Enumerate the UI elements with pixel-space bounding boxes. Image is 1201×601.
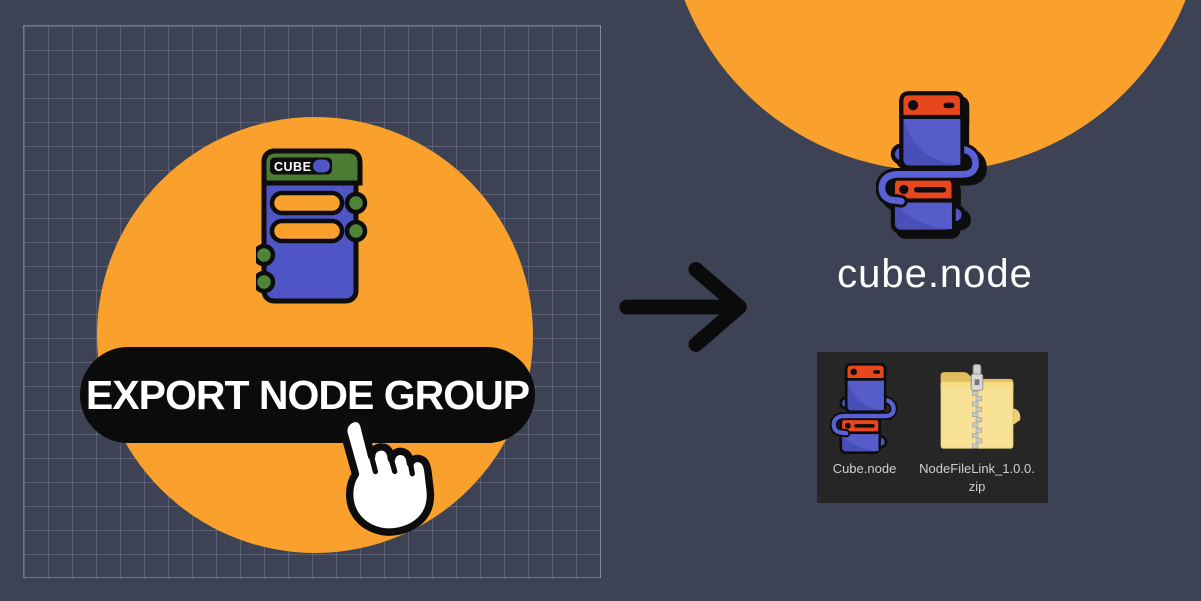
cube-node-illustration: CUBE xyxy=(256,148,368,304)
file-browser-panel: Cube.node xyxy=(817,352,1048,503)
export-node-group-button[interactable]: EXPORT NODE GROUP xyxy=(80,347,535,443)
node-socket-icon xyxy=(344,191,368,215)
node-field-pill xyxy=(269,190,345,216)
node-title-toggle-icon xyxy=(313,159,330,173)
node-field-pill xyxy=(269,218,345,244)
exported-file-caption: cube.node xyxy=(837,252,1033,296)
node-header-label: CUBE xyxy=(274,160,311,174)
zip-folder-icon xyxy=(933,358,1021,458)
arrow-right-icon xyxy=(619,262,747,352)
node-socket-icon xyxy=(256,243,276,267)
file-name-label: Cube.node xyxy=(832,461,897,476)
node-file-icon-large xyxy=(876,88,984,237)
file-tile-zip[interactable]: NodeFileLink_1.0.0.zip xyxy=(919,358,1035,503)
node-file-icon xyxy=(830,358,899,458)
hand-pointer-icon xyxy=(340,414,435,536)
file-tile-cube-node[interactable]: Cube.node xyxy=(830,358,899,503)
node-socket-icon xyxy=(344,219,368,243)
file-name-label: NodeFileLink_1.0.0.zip xyxy=(919,461,1035,494)
export-button-label: EXPORT NODE GROUP xyxy=(85,371,530,418)
node-socket-icon xyxy=(256,270,276,294)
